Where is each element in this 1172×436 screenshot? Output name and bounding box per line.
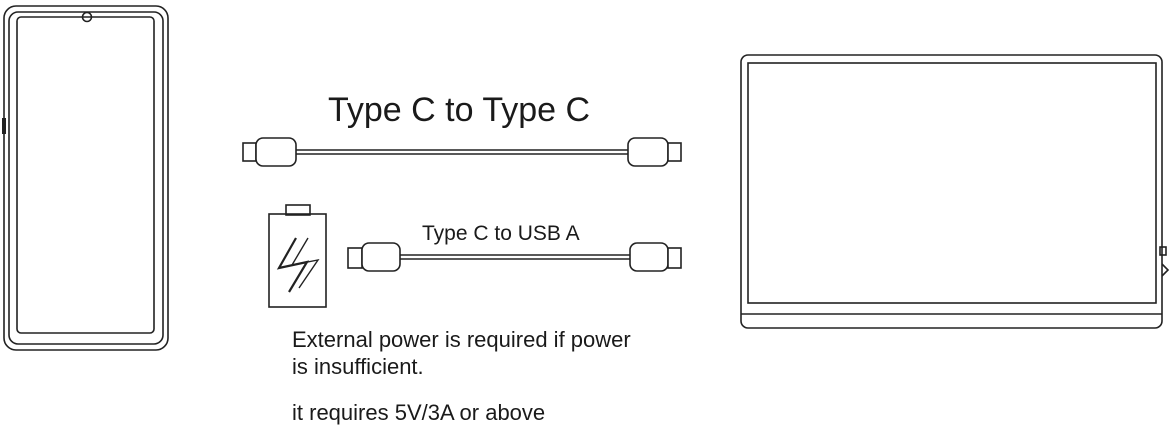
battery-charging-icon (268, 204, 327, 308)
power-note-line-1: External power is required if power (292, 327, 631, 352)
cable-c-to-a-icon (347, 242, 682, 272)
power-note-line-2: is insufficient. (292, 354, 424, 379)
smartphone-icon (2, 5, 169, 351)
cable-c-to-a-label: Type C to USB A (422, 222, 580, 245)
cable-c-to-c-label: Type C to Type C (328, 91, 591, 129)
cable-c-to-c-icon (242, 137, 682, 167)
portable-monitor-icon (740, 54, 1170, 329)
power-requirement-text: it requires 5V/3A or above (292, 400, 546, 425)
